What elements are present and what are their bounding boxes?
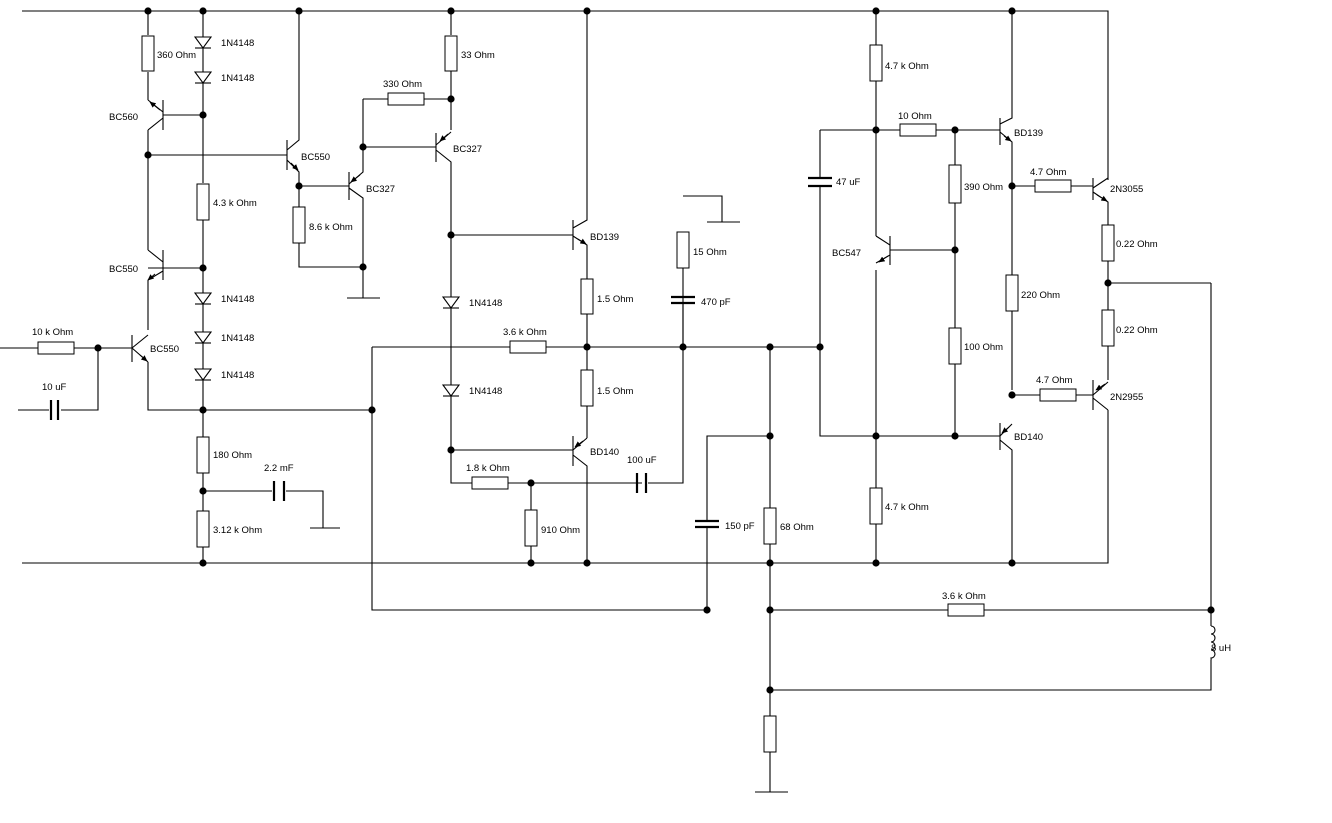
label-transistor-bc550-a: BC550 xyxy=(109,264,138,275)
label-transistor-bc327-b: BC327 xyxy=(453,144,482,155)
resistor-0-22-a xyxy=(1101,224,1115,262)
label-capacitor-10u: 10 uF xyxy=(42,382,66,393)
label-diode-4: 1N4148 xyxy=(221,333,254,344)
diode-1 xyxy=(193,36,213,49)
label-resistor-8-6k: 8.6 k Ohm xyxy=(309,222,353,233)
label-diode-7: 1N4148 xyxy=(469,386,502,397)
resistor-bottom xyxy=(763,715,777,753)
label-capacitor-100u: 100 uF xyxy=(627,455,657,466)
label-resistor-0-22-b: 0.22 Ohm xyxy=(1116,325,1158,336)
label-inductor-8uh: 8 uH xyxy=(1211,643,1231,654)
label-transistor-bc550-c: BC550 xyxy=(301,152,330,163)
label-transistor-2n3055: 2N3055 xyxy=(1110,184,1143,195)
label-transistor-bd139-b: BD139 xyxy=(1014,128,1043,139)
label-resistor-180: 180 Ohm xyxy=(213,450,252,461)
resistor-0-22-b xyxy=(1101,309,1115,347)
label-resistor-1-8k: 1.8 k Ohm xyxy=(466,463,510,474)
inductor-8uh xyxy=(1210,625,1216,661)
resistor-1-5-a xyxy=(580,278,594,315)
label-resistor-360: 360 Ohm xyxy=(157,50,196,61)
resistor-4-7-b xyxy=(1039,388,1077,402)
label-resistor-68: 68 Ohm xyxy=(780,522,814,533)
resistors xyxy=(37,35,1115,753)
resistor-1-5-b xyxy=(580,369,594,407)
label-diode-5: 1N4148 xyxy=(221,370,254,381)
resistor-4-7k-b xyxy=(869,487,883,525)
resistor-8-6k xyxy=(292,206,306,244)
label-capacitor-150p: 150 pF xyxy=(725,521,755,532)
resistor-10 xyxy=(899,123,937,137)
label-transistor-bd139-a: BD139 xyxy=(590,232,619,243)
emitter-arrows xyxy=(139,101,1108,448)
label-capacitor-470p: 470 pF xyxy=(701,297,731,308)
resistor-10k xyxy=(37,341,75,355)
diode-5 xyxy=(193,368,213,381)
label-transistor-2n2955: 2N2955 xyxy=(1110,392,1143,403)
label-resistor-220: 220 Ohm xyxy=(1021,290,1060,301)
label-resistor-1-5-a: 1.5 Ohm xyxy=(597,294,634,305)
label-diode-6: 1N4148 xyxy=(469,298,502,309)
label-resistor-4-7k-a: 4.7 k Ohm xyxy=(885,61,929,72)
resistor-33 xyxy=(444,35,458,72)
label-resistor-390: 390 Ohm xyxy=(964,182,1003,193)
label-resistor-100: 100 Ohm xyxy=(964,342,1003,353)
label-resistor-15: 15 Ohm xyxy=(693,247,727,258)
diode-2 xyxy=(193,71,213,84)
resistor-220 xyxy=(1005,274,1019,312)
resistor-390 xyxy=(948,164,962,204)
diode-3 xyxy=(193,292,213,305)
label-diode-3: 1N4148 xyxy=(221,294,254,305)
label-resistor-0-22-a: 0.22 Ohm xyxy=(1116,239,1158,250)
resistor-330 xyxy=(387,92,425,106)
label-resistor-10k: 10 k Ohm xyxy=(32,327,73,338)
resistor-360 xyxy=(141,35,155,72)
label-diode-2: 1N4148 xyxy=(221,73,254,84)
label-capacitor-2-2m: 2.2 mF xyxy=(264,463,294,474)
resistor-3-6k-a xyxy=(509,340,547,354)
label-resistor-4-3k: 4.3 k Ohm xyxy=(213,198,257,209)
label-resistor-1-5-b: 1.5 Ohm xyxy=(597,386,634,397)
diodes xyxy=(193,36,461,397)
label-resistor-3-6k-a: 3.6 k Ohm xyxy=(503,327,547,338)
resistor-15 xyxy=(676,231,690,269)
diode-7 xyxy=(441,384,461,397)
resistor-3-6k-b xyxy=(947,603,985,617)
resistor-910 xyxy=(524,509,538,547)
label-transistor-bd140-b: BD140 xyxy=(1014,432,1043,443)
resistor-4-7-a xyxy=(1034,179,1072,193)
label-transistor-bc560: BC560 xyxy=(109,112,138,123)
label-resistor-4-7k-b: 4.7 k Ohm xyxy=(885,502,929,513)
junction-dots xyxy=(94,7,1215,694)
resistor-1-8k xyxy=(471,476,509,490)
label-capacitor-47u: 47 uF xyxy=(836,177,860,188)
resistor-180 xyxy=(196,436,210,474)
label-resistor-330: 330 Ohm xyxy=(383,79,422,90)
diode-4 xyxy=(193,331,213,344)
component-labels: 1N4148 1N4148 1N4148 1N4148 1N4148 1N414… xyxy=(32,38,1231,654)
label-resistor-910: 910 Ohm xyxy=(541,525,580,536)
resistor-4-3k xyxy=(196,183,210,221)
resistor-3-12k xyxy=(196,510,210,548)
label-transistor-bc547: BC547 xyxy=(832,248,861,259)
resistor-100 xyxy=(948,327,962,365)
label-transistor-bd140-a: BD140 xyxy=(590,447,619,458)
label-resistor-33: 33 Ohm xyxy=(461,50,495,61)
label-transistor-bc327-a: BC327 xyxy=(366,184,395,195)
label-resistor-4-7-a: 4.7 Ohm xyxy=(1030,167,1067,178)
label-diode-1: 1N4148 xyxy=(221,38,254,49)
label-resistor-3-6k-b: 3.6 k Ohm xyxy=(942,591,986,602)
label-resistor-3-12k: 3.12 k Ohm xyxy=(213,525,262,536)
label-resistor-4-7-b: 4.7 Ohm xyxy=(1036,375,1073,386)
resistor-4-7k-a xyxy=(869,44,883,82)
diode-6 xyxy=(441,296,461,309)
label-transistor-bc550-b: BC550 xyxy=(150,344,179,355)
resistor-68 xyxy=(763,507,777,545)
label-resistor-10: 10 Ohm xyxy=(898,111,932,122)
